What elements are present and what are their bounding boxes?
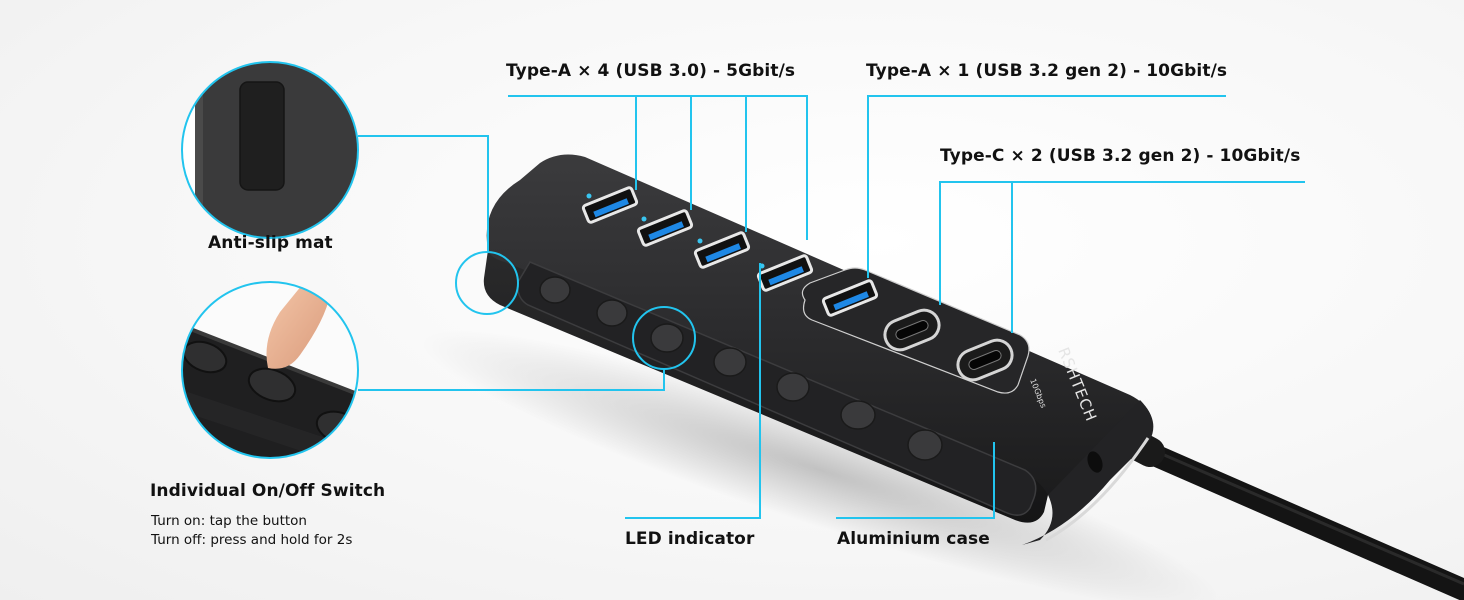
callout-type-a-gen2: Type-A × 1 (USB 3.2 gen 2) - 10Gbit/s: [866, 61, 1228, 81]
callout-switch-turn-on: Turn on: tap the button: [151, 513, 307, 529]
switch-button-5[interactable]: [776, 372, 810, 402]
usb-a-port-3: [693, 231, 751, 269]
callout-type-c-gen2: Type-C × 2 (USB 3.2 gen 2) - 10Gbit/s: [940, 146, 1301, 166]
usb-c-port-1: [883, 308, 941, 352]
callout-type-a-usb30: Type-A × 4 (USB 3.0) - 5Gbit/s: [506, 61, 796, 81]
usb-a-gen2-port: [821, 279, 879, 317]
switch-button-4[interactable]: [713, 347, 747, 377]
switch-button-6[interactable]: [840, 400, 876, 430]
usb-c-ports: [883, 308, 1014, 382]
callout-case: Aluminium case: [837, 529, 990, 549]
usb-c-port-2: [956, 338, 1014, 382]
switch-inset: [181, 281, 359, 459]
switch-button-1[interactable]: [539, 276, 571, 304]
anti-slip-inset: [181, 61, 359, 239]
hub-end-cap: [1022, 400, 1154, 545]
switch-buttons: [539, 276, 943, 461]
callout-lines: [358, 95, 1305, 519]
switch-button-3[interactable]: [650, 323, 684, 353]
usb-a-ports: [581, 186, 814, 292]
finger: [266, 282, 330, 369]
switch-button-2[interactable]: [596, 299, 628, 327]
usb-a-port-1: [581, 186, 639, 224]
usb-a-port-2: [636, 209, 694, 247]
switch-button-7[interactable]: [907, 429, 943, 461]
callout-switch-turn-off: Turn off: press and hold for 2s: [151, 532, 353, 548]
callout-led: LED indicator: [625, 529, 755, 549]
callout-switch-title: Individual On/Off Switch: [150, 481, 386, 501]
callout-anti-slip: Anti-slip mat: [208, 233, 333, 253]
